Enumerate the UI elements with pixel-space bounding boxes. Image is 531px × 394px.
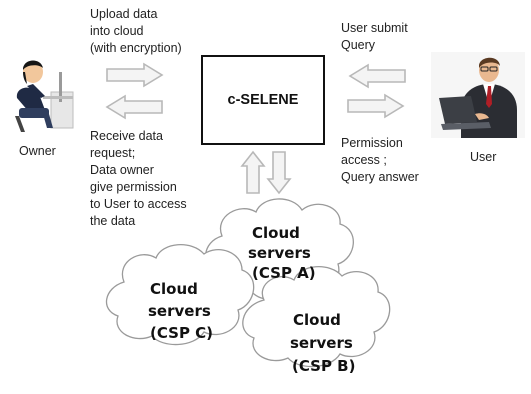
arrow-user-to-center: [348, 63, 406, 89]
c-selene-label: c-SELENE: [227, 92, 299, 108]
arrow-owner-to-center: [106, 62, 164, 88]
arrow-center-to-owner: [105, 94, 163, 120]
cloud-b-label-line-1: Cloud: [293, 311, 341, 329]
user-label: User: [470, 150, 497, 164]
cloud-b-label-line-2: servers: [290, 334, 353, 352]
receive-text-line-4: give permission: [90, 180, 177, 194]
cloud-c-label-line-2: servers: [148, 302, 211, 320]
cloud-a-label-line-2: servers: [248, 244, 311, 262]
arrow-center-to-user: [347, 93, 405, 119]
owner-label: Owner: [19, 144, 56, 158]
receive-text-line-5: to User to access: [90, 197, 187, 211]
receive-text-line-6: the data: [90, 214, 136, 228]
submit-text-line-1: User submit: [341, 21, 408, 35]
cloud-a-label-line-3: (CSP A): [252, 264, 316, 282]
cloud-c-label-line-1: Cloud: [150, 280, 198, 298]
receive-text-line-3: Data owner: [90, 163, 154, 177]
cloud-b-label-line-3: (CSP B): [292, 357, 356, 375]
receive-text-line-1: Receive data: [90, 129, 163, 143]
receive-text-line-2: request;: [90, 146, 136, 160]
cloud-a-label-line-1: Cloud: [252, 224, 300, 242]
submit-text-line-2: Query: [341, 38, 376, 52]
permission-text-line-3: Query answer: [341, 170, 419, 184]
upload-text-line-1: Upload data: [90, 7, 158, 21]
arrow-cloud-to-center: [240, 150, 266, 194]
person-at-computer-icon: [15, 60, 74, 132]
arrow-center-to-cloud: [266, 151, 292, 195]
permission-text-line-2: access ;: [341, 153, 387, 167]
cloud-csp-c: [106, 243, 255, 346]
upload-text-line-3: (with encryption): [90, 41, 182, 55]
cloud-c-label-line-3: (CSP C): [150, 324, 214, 342]
upload-text-line-2: into cloud: [90, 24, 144, 38]
businessman-with-laptop-icon: [431, 52, 525, 138]
permission-text-line-1: Permission: [341, 136, 403, 150]
c-selene-box: c-SELENE: [201, 55, 325, 145]
cloud-csp-b: [242, 265, 391, 368]
